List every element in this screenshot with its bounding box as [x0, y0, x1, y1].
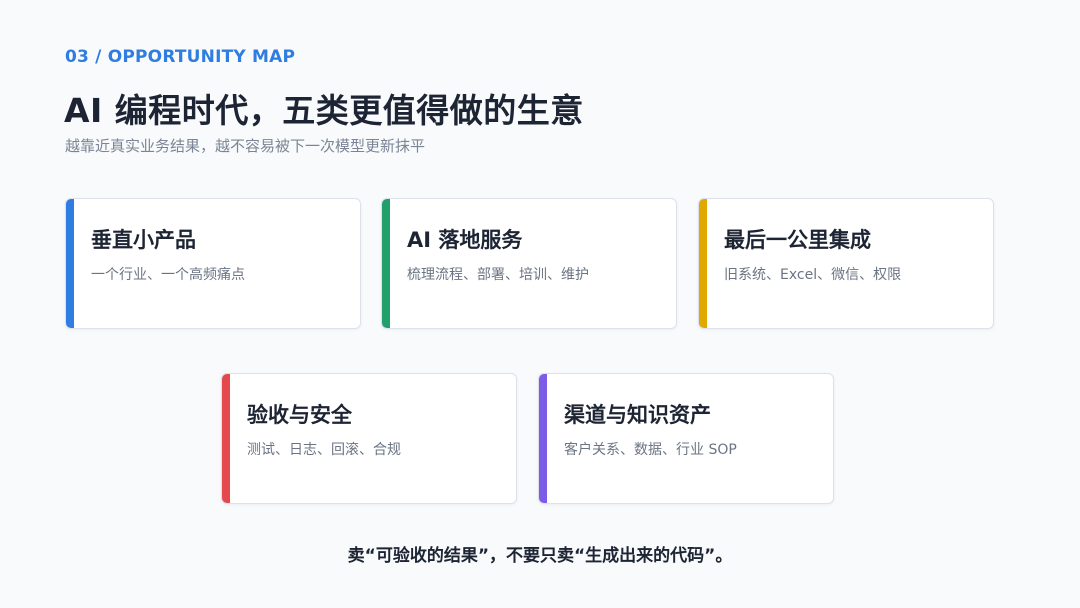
card-last-mile-integration: 最后一公里集成 旧系统、Excel、微信、权限: [698, 198, 994, 329]
card-accent-bar: [222, 374, 230, 503]
card-description: 测试、日志、回滚、合规: [247, 442, 401, 458]
card-ai-service: AI 落地服务 梳理流程、部署、培训、维护: [381, 198, 677, 329]
page-title: AI 编程时代，五类更值得做的生意: [64, 91, 584, 130]
card-accent-bar: [66, 199, 74, 328]
card-description: 一个行业、一个高频痛点: [91, 267, 245, 283]
section-kicker: 03 / OPPORTUNITY MAP: [65, 47, 296, 67]
card-acceptance-security: 验收与安全 测试、日志、回滚、合规: [221, 373, 517, 504]
card-title: 垂直小产品: [91, 228, 196, 252]
card-description: 客户关系、数据、行业 SOP: [564, 442, 737, 458]
card-title: 验收与安全: [247, 403, 352, 427]
card-description: 旧系统、Excel、微信、权限: [724, 267, 902, 283]
card-channel-knowledge: 渠道与知识资产 客户关系、数据、行业 SOP: [538, 373, 834, 504]
card-accent-bar: [539, 374, 547, 503]
page-subtitle: 越靠近真实业务结果，越不容易被下一次模型更新抹平: [65, 137, 426, 155]
card-title: 最后一公里集成: [724, 228, 871, 252]
footer-tagline: 卖“可验收的结果”，不要只卖“生成出来的代码”。: [347, 546, 733, 566]
card-description: 梳理流程、部署、培训、维护: [407, 267, 589, 283]
card-accent-bar: [382, 199, 390, 328]
card-accent-bar: [699, 199, 707, 328]
card-title: AI 落地服务: [407, 228, 523, 252]
card-vertical-product: 垂直小产品 一个行业、一个高频痛点: [65, 198, 361, 329]
card-title: 渠道与知识资产: [564, 403, 711, 427]
